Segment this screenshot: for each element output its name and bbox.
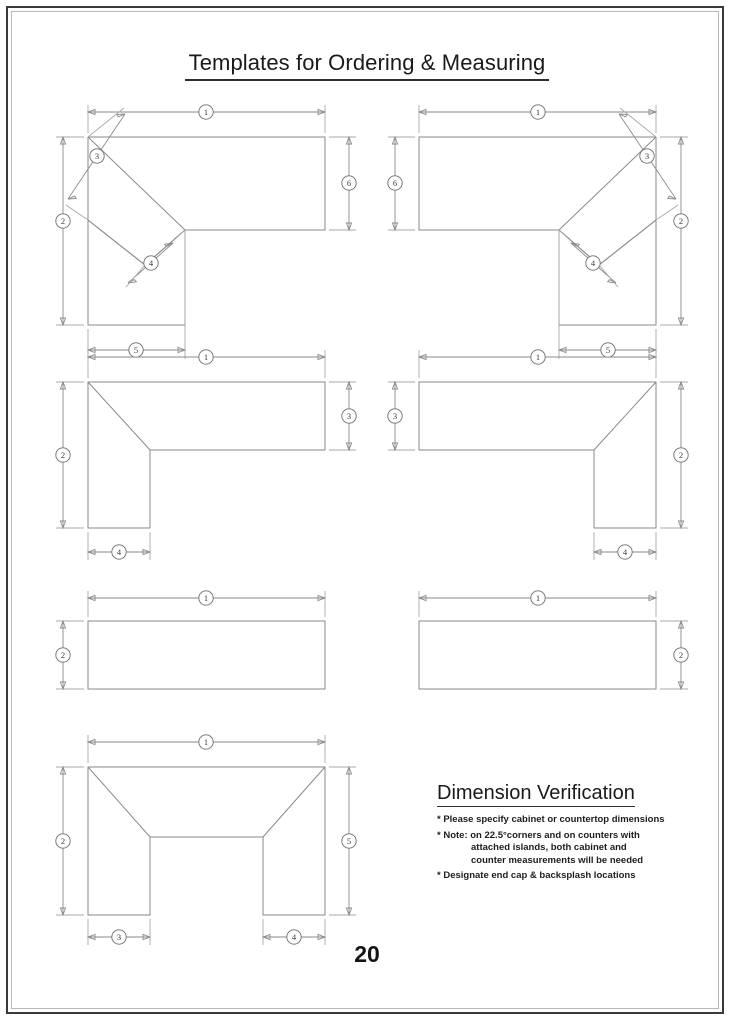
callout-4: 4 (292, 932, 297, 942)
page-border-inner (11, 11, 719, 1009)
callout-2: 2 (61, 836, 65, 846)
callout-2: 2 (61, 650, 65, 660)
callout-1: 1 (536, 352, 540, 362)
page-title-text: Templates for Ordering & Measuring (184, 50, 550, 81)
callout-4: 4 (591, 258, 596, 268)
callout-5: 5 (134, 345, 138, 355)
callout-5: 5 (606, 345, 610, 355)
callout-1: 1 (536, 593, 540, 603)
callout-4: 4 (623, 547, 628, 557)
callout-1: 1 (204, 107, 208, 117)
callout-3: 3 (95, 151, 99, 161)
template-rectangle-right: 1 2 (417, 590, 689, 691)
page-title: Templates for Ordering & Measuring (0, 50, 734, 81)
callout-3: 3 (393, 411, 397, 421)
callout-1: 1 (204, 352, 208, 362)
callout-4: 4 (117, 547, 122, 557)
callout-4: 4 (149, 258, 154, 268)
template-l-shape-left: 1 2 3 4 (55, 349, 357, 560)
dimension-verification-block: Dimension Verification * Please specify … (437, 782, 692, 883)
callout-1: 1 (204, 737, 208, 747)
note-end-cap: * Designate end cap & backsplash locatio… (437, 870, 636, 882)
template-u-shape: 1 2 5 3 4 (55, 734, 357, 945)
note-corners-line1: * Note: on 22.5°corners and on counters … (437, 829, 640, 841)
callout-3: 3 (645, 151, 649, 161)
page-number: 20 (0, 941, 734, 968)
callout-5: 5 (347, 836, 351, 846)
callout-3: 3 (347, 411, 351, 421)
page-border-outer (6, 6, 724, 1014)
note-corners: * Note: on 22.5°corners and on counters … (437, 830, 692, 868)
callout-3: 3 (117, 932, 121, 942)
callout-2: 2 (679, 650, 683, 660)
note-corners-line3: counter measurements will be needed (471, 854, 644, 866)
note-specify-dimensions: * Please specify cabinet or countertop d… (437, 814, 665, 825)
callout-2: 2 (679, 216, 683, 226)
callout-6: 6 (393, 178, 397, 188)
template-angled-corner-right: 1 2 6 3 4 5 (387, 104, 689, 359)
template-angled-corner-left: 1 2 6 3 4 5 (55, 104, 357, 359)
callout-1: 1 (536, 107, 540, 117)
callout-6: 6 (347, 178, 351, 188)
page-number-text: 20 (354, 941, 380, 967)
note-corners-line2: attached islands, both cabinet and (471, 842, 627, 854)
dimension-verification-heading: Dimension Verification (437, 782, 635, 807)
callout-2: 2 (61, 450, 65, 460)
callout-1: 1 (204, 593, 208, 603)
template-l-shape-right: 1 2 3 4 (387, 349, 689, 560)
template-rectangle-left: 1 2 (55, 590, 327, 691)
callout-2: 2 (61, 216, 65, 226)
callout-2: 2 (679, 450, 683, 460)
